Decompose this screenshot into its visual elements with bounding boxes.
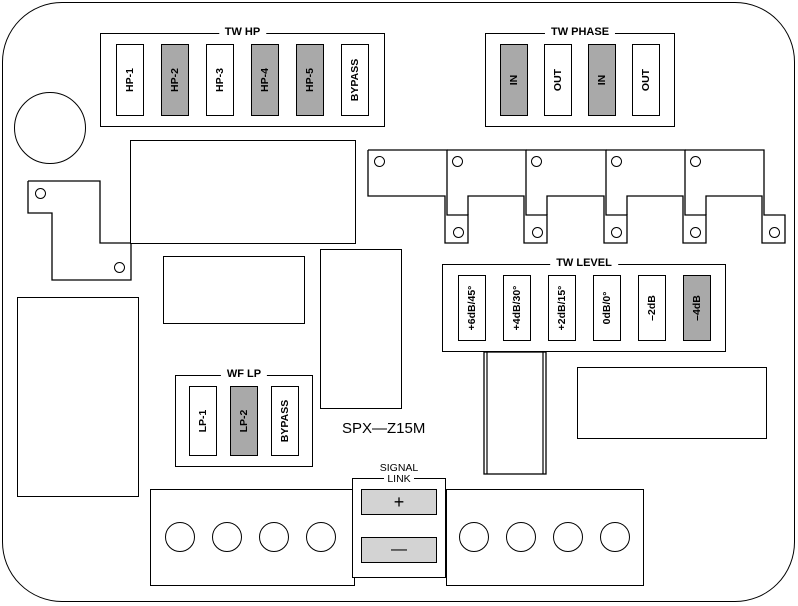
screw-terminal <box>165 522 195 552</box>
tw-phase-jumper-in-1[interactable]: IN <box>500 44 528 116</box>
tw-hp-jumper-hp-4[interactable]: HP-4 <box>251 44 280 116</box>
heatsink-bracket-4 <box>606 149 707 244</box>
mount-hole <box>374 156 385 167</box>
screw-terminal <box>553 522 583 552</box>
terminal-strip-right <box>446 489 644 586</box>
tw-level-title: TW LEVEL <box>550 256 618 270</box>
component-block <box>320 249 402 409</box>
mount-hole <box>114 262 125 273</box>
mount-hole <box>35 188 46 199</box>
wf-lp-jumper-bypass[interactable]: BYPASS <box>271 386 300 456</box>
mount-hole <box>690 227 701 238</box>
tw-phase-title: TW PHASE <box>544 25 616 39</box>
heatsink-bracket-1 <box>367 149 469 244</box>
signal-link-label: SIGNAL LINK <box>352 463 446 485</box>
mount-hole <box>690 156 701 167</box>
mount-hole <box>452 156 463 167</box>
mount-hole <box>532 227 543 238</box>
left-bracket-outline <box>27 180 132 281</box>
heatsink-bracket-5 <box>685 149 786 244</box>
wf-lp-jumper-lp-2[interactable]: LP-2 <box>229 386 258 456</box>
component-block <box>17 297 139 497</box>
wf-lp-jumper-lp-1[interactable]: LP-1 <box>188 386 217 456</box>
tw-level-jumper-minus2db[interactable]: –2dB <box>637 275 666 341</box>
mount-hole <box>531 156 542 167</box>
mount-hole <box>769 227 780 238</box>
heatsink-bracket-3 <box>526 149 628 244</box>
tw-hp-jumper-hp-5[interactable]: HP-5 <box>296 44 325 116</box>
tw-level-jumper-plus2db[interactable]: +2dB/15° <box>547 275 576 341</box>
mount-hole <box>611 227 622 238</box>
tw-hp-jumper-bypass[interactable]: BYPASS <box>341 44 370 116</box>
terminal-strip-left <box>150 489 355 586</box>
tw-level-jumper-plus4db[interactable]: +4dB/30° <box>502 275 531 341</box>
tw-level-group: TW LEVEL +6dB/45° +4dB/30° +2dB/15° 0dB/… <box>442 256 726 352</box>
screw-terminal <box>506 522 536 552</box>
screw-terminal <box>459 522 489 552</box>
mount-hole <box>611 156 622 167</box>
tw-level-jumper-plus6db[interactable]: +6dB/45° <box>457 275 486 341</box>
tw-hp-jumper-hp-1[interactable]: HP-1 <box>115 44 144 116</box>
screw-terminal <box>259 522 289 552</box>
tw-phase-jumper-out-2[interactable]: OUT <box>632 44 660 116</box>
tw-phase-group: TW PHASE IN OUT IN OUT <box>485 25 675 127</box>
tw-hp-group: TW HP HP-1 HP-2 HP-3 HP-4 HP-5 BYPASS <box>100 25 385 127</box>
tw-phase-jumper-out-1[interactable]: OUT <box>544 44 572 116</box>
component-block <box>577 367 767 439</box>
model-label: SPX—Z15M <box>342 420 426 437</box>
component-block <box>163 256 305 324</box>
screw-terminal <box>306 522 336 552</box>
wf-lp-group: WF LP LP-1 LP-2 BYPASS <box>175 367 313 467</box>
tw-hp-title: TW HP <box>218 25 267 39</box>
tw-hp-jumper-hp-3[interactable]: HP-3 <box>205 44 234 116</box>
screw-terminal <box>600 522 630 552</box>
tw-level-jumper-0db[interactable]: 0dB/0° <box>592 275 621 341</box>
mount-hole <box>453 227 464 238</box>
signal-minus-terminal[interactable]: — <box>361 537 437 563</box>
tw-hp-jumper-hp-2[interactable]: HP-2 <box>160 44 189 116</box>
tw-level-jumper-minus4db[interactable]: –4dB <box>682 275 711 341</box>
signal-plus-terminal[interactable]: + <box>361 489 437 515</box>
tw-phase-jumper-in-2[interactable]: IN <box>588 44 616 116</box>
wf-lp-title: WF LP <box>220 367 268 381</box>
signal-label-line1: SIGNAL <box>379 462 419 474</box>
capacitor-circle <box>14 92 86 164</box>
signal-label-line2: LINK <box>384 474 414 485</box>
heatsink-bracket-2 <box>447 149 548 244</box>
screw-terminal <box>212 522 242 552</box>
component-block <box>130 140 356 244</box>
